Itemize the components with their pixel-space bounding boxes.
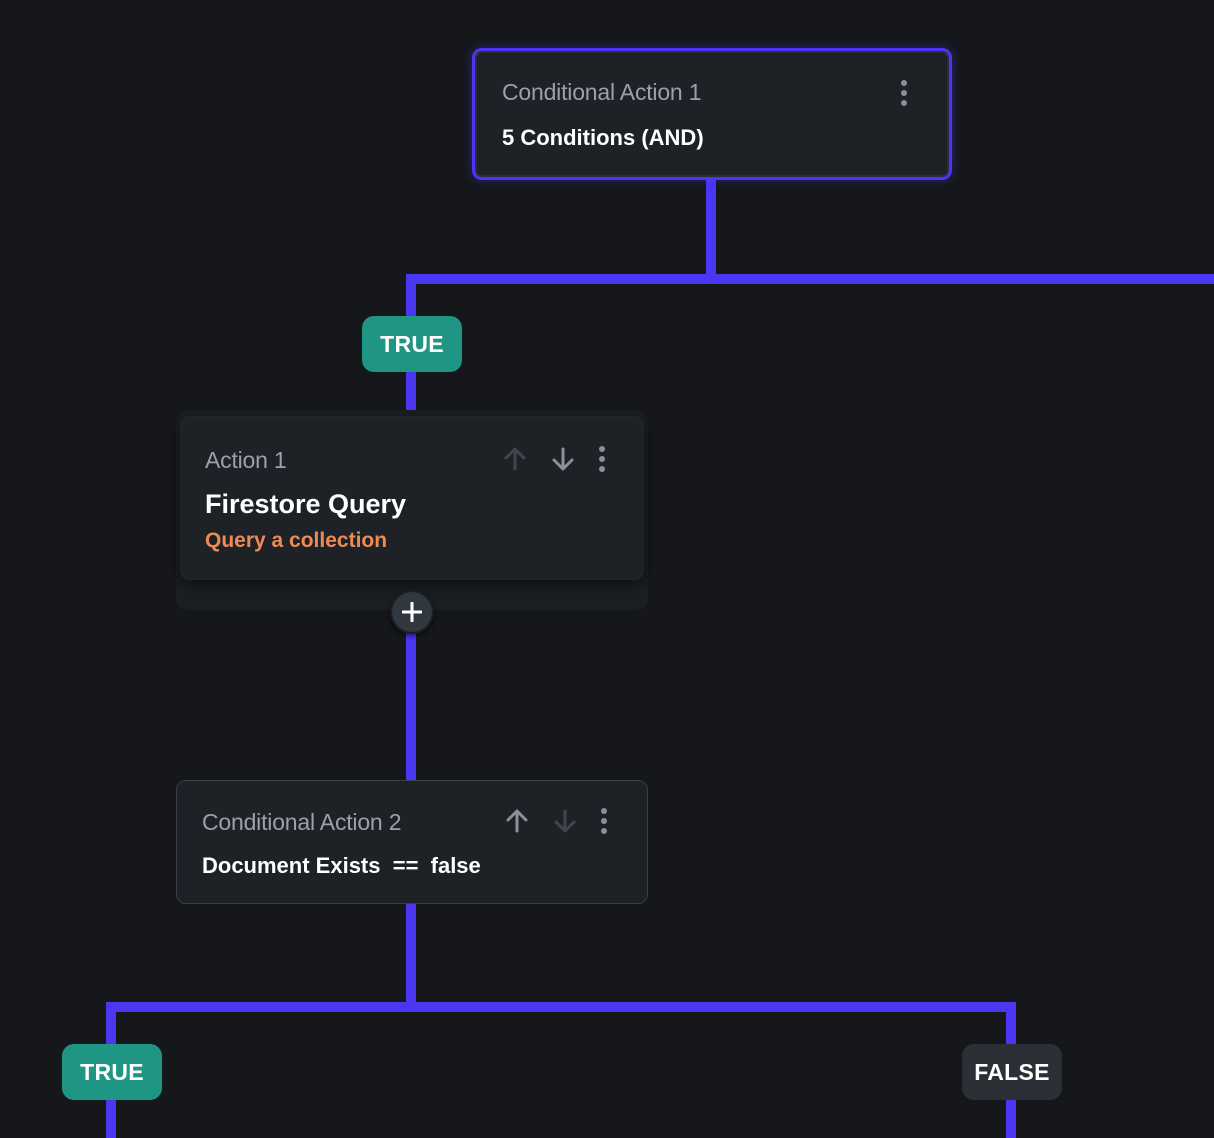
conditional-action-2-card[interactable]: Conditional Action 2 Document Exists == …: [176, 780, 648, 904]
false-branch-badge[interactable]: FALSE: [962, 1044, 1062, 1100]
arrow-down-icon[interactable]: [549, 445, 577, 473]
action-1-subtitle: Query a collection: [205, 529, 388, 552]
action-1-title: Firestore Query: [205, 489, 407, 519]
connector-cond1-down: [706, 178, 716, 282]
conditional-action-2-label: Conditional Action 2: [202, 809, 402, 835]
add-action-button[interactable]: [390, 590, 434, 634]
more-vert-icon[interactable]: [594, 445, 610, 473]
more-vert-icon[interactable]: [896, 79, 912, 107]
true-branch-badge[interactable]: TRUE: [62, 1044, 162, 1100]
conditional-action-1-summary: 5 Conditions (AND): [502, 125, 704, 150]
arrow-up-icon[interactable]: [501, 445, 529, 473]
true-branch-badge[interactable]: TRUE: [362, 316, 462, 372]
more-vert-icon[interactable]: [596, 807, 612, 835]
arrow-down-icon[interactable]: [551, 807, 579, 835]
connector-action1-to-cond2: [406, 630, 416, 782]
connector-cond2-down: [406, 902, 416, 1012]
conditional-action-2-summary: Document Exists == false: [202, 853, 481, 878]
arrow-up-icon[interactable]: [503, 807, 531, 835]
connector-cond1-branch-bar: [406, 274, 1214, 284]
action-1-card[interactable]: Action 1 Firestore Query Query a collect…: [180, 416, 644, 580]
conditional-action-1-label: Conditional Action 1: [502, 79, 702, 105]
plus-icon: [402, 602, 422, 622]
conditional-action-1-card[interactable]: Conditional Action 1 5 Conditions (AND): [472, 48, 952, 180]
connector-cond2-branch-bar: [106, 1002, 1016, 1012]
action-1-label: Action 1: [205, 447, 287, 473]
